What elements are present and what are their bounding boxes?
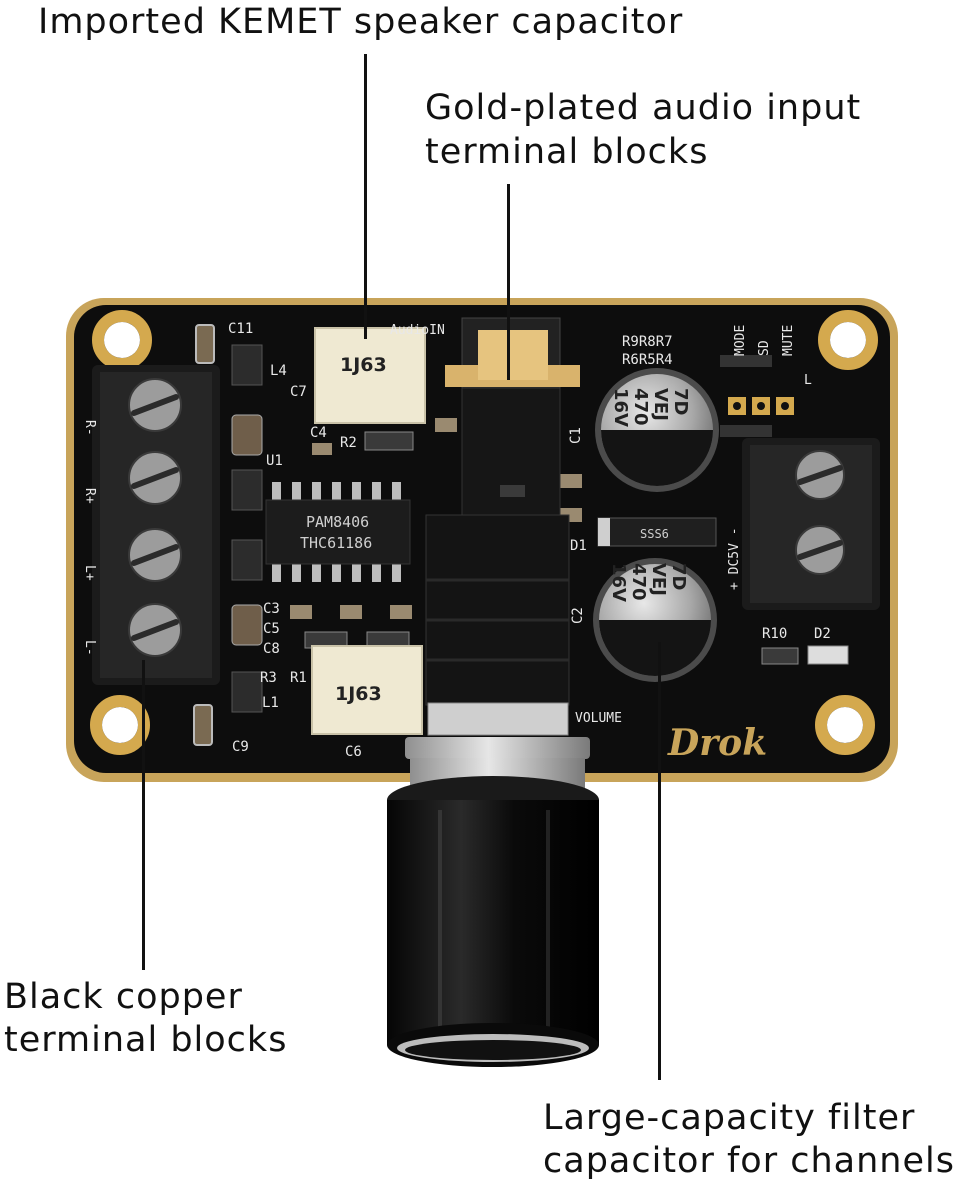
label-r6r5r4: R6R5R4: [622, 352, 673, 368]
label-d2: D2: [814, 626, 831, 642]
label-c6: C6: [345, 744, 362, 760]
cap2-line3: 470: [628, 563, 649, 601]
label-c9: C9: [232, 739, 249, 755]
label-c11: C11: [228, 321, 253, 337]
leader-kemet: [364, 54, 367, 339]
label-c3: C3: [263, 601, 280, 617]
label-l4: L4: [270, 363, 287, 379]
label-dc5v: + DC5V -: [727, 527, 742, 590]
label-c2: C2: [570, 607, 586, 624]
callout-copper-line1: Black copper: [4, 977, 243, 1017]
volume-knob: [387, 776, 599, 1067]
label-r10: R10: [762, 626, 787, 642]
label-c5: C5: [263, 621, 280, 637]
callout-kemet: Imported KEMET speaker capacitor: [38, 2, 684, 42]
leader-copper: [142, 660, 145, 970]
label-r2: R2: [340, 435, 357, 451]
label-l1: L1: [262, 695, 279, 711]
label-r-minus: R-: [82, 420, 97, 436]
label-mode: MODE: [733, 325, 748, 356]
cap1-line4: 16V: [610, 388, 631, 427]
volume-potentiometer: [405, 514, 590, 788]
label-l-minus: L-: [82, 640, 97, 656]
filter-capacitors: [593, 368, 719, 682]
label-r3: R3: [260, 670, 277, 686]
leader-gold: [507, 184, 510, 380]
label-r-plus: R+: [82, 488, 97, 504]
label-l: L: [804, 373, 812, 388]
kemet-cap-bottom-label: 1J63: [335, 683, 382, 705]
label-u1: U1: [266, 453, 283, 469]
label-c8: C8: [263, 641, 280, 657]
chip-label-code: THC61186: [300, 534, 372, 552]
callout-filter-line1: Large-capacity filter: [543, 1098, 916, 1138]
label-c1: C1: [568, 427, 584, 444]
audio-input-jack: [445, 317, 580, 519]
cap1-line3: 470: [630, 388, 651, 426]
label-r9r8r7: R9R8R7: [622, 334, 673, 350]
callout-filter-line2: capacitor for channels: [543, 1141, 955, 1181]
cap2-line2: VEJ: [648, 563, 669, 596]
mounting-holes: [90, 310, 878, 755]
brand-logo: Drok: [667, 722, 767, 764]
label-mute: MUTE: [781, 325, 796, 356]
kemet-capacitors: [311, 327, 426, 735]
label-volume: VOLUME: [575, 711, 622, 726]
label-audioin: AudioIN: [390, 323, 445, 338]
diode-d1: [597, 517, 717, 547]
label-r1: R1: [290, 670, 307, 686]
gold-jumper-pads: [728, 397, 794, 415]
cap2-line1: 7D: [668, 563, 689, 590]
leader-filter: [658, 642, 661, 1080]
kemet-cap-top-label: 1J63: [340, 354, 387, 376]
cap1-line2: VEJ: [650, 388, 671, 421]
label-d1: D1: [570, 538, 587, 554]
label-c7: C7: [290, 384, 307, 400]
diode-label: SSS6: [640, 527, 669, 541]
amplifier-chip: [265, 482, 411, 582]
callout-copper-line2: terminal blocks: [4, 1020, 288, 1060]
cap2-line4: 16V: [608, 563, 629, 602]
label-c4: C4: [310, 425, 327, 441]
chip-label-model: PAM8406: [306, 513, 369, 531]
label-l-plus: L+: [82, 565, 97, 581]
smd-components: [193, 324, 849, 746]
speaker-terminal-block: [92, 365, 220, 685]
callout-gold-line1: Gold-plated audio input: [425, 88, 862, 128]
label-sd: SD: [757, 340, 772, 356]
callout-gold-line2: terminal blocks: [425, 132, 709, 172]
cap1-line1: 7D: [670, 388, 691, 415]
power-terminal-block: [742, 438, 880, 610]
